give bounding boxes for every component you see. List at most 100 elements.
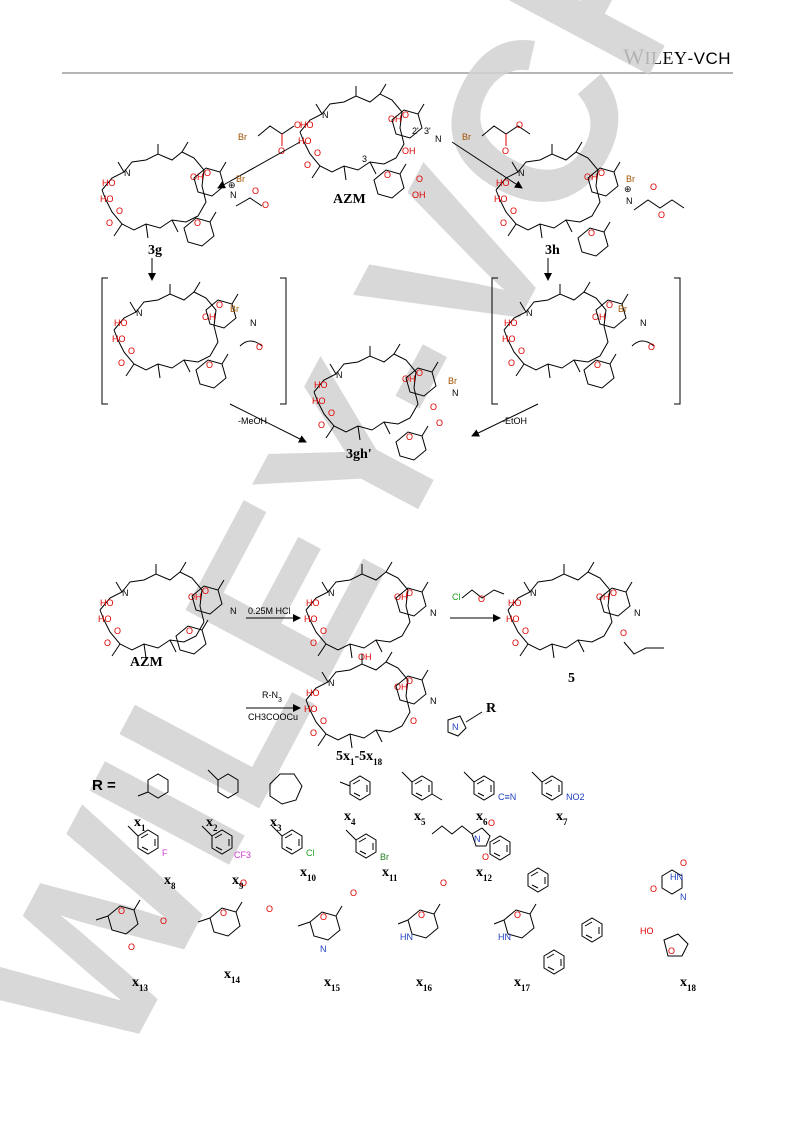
svg-text:O: O (680, 858, 687, 868)
svg-text:O: O (650, 884, 657, 894)
group-f: F (162, 848, 168, 858)
svg-text:HN: HN (670, 872, 683, 882)
svg-text:N: N (452, 388, 459, 398)
svg-text:O: O (294, 120, 301, 130)
compound-3h: N ⊕ Br O O (493, 141, 685, 257)
label-x17: x17 (514, 975, 531, 993)
label-x9: x9 (232, 873, 244, 891)
svg-text:N: N (430, 608, 437, 618)
header-rule (62, 72, 733, 74)
substituent-x9: CF3 (201, 825, 251, 860)
svg-text:N: N (634, 608, 641, 618)
svg-text:O: O (620, 628, 627, 638)
step-hcl: 0.25M HCl (248, 606, 291, 616)
arrow-to-3h (451, 141, 523, 189)
svg-text:O: O (478, 594, 485, 604)
svg-text:N: N (320, 944, 327, 954)
svg-text:O: O (278, 146, 285, 156)
svg-text:O: O (256, 342, 263, 352)
label-3ghp: 3gh' (346, 447, 372, 462)
loss-etoh: -EtOH (502, 416, 527, 426)
label-x5: x5 (414, 809, 426, 827)
svg-text:O: O (262, 200, 269, 210)
svg-text:HN: HN (498, 932, 511, 942)
position-3: 3 (362, 154, 367, 164)
svg-text:OH: OH (412, 190, 426, 200)
label-azm-top: AZM (333, 192, 366, 207)
label-3g: 3g (148, 243, 162, 258)
svg-text:O: O (440, 878, 447, 888)
svg-text:Br: Br (618, 304, 627, 314)
substituent-x7: NO2 (531, 771, 585, 802)
label-5: 5 (568, 671, 575, 686)
step-rn3: R-N3 (262, 690, 282, 704)
svg-text:OH: OH (358, 652, 372, 662)
svg-text:N: N (230, 190, 237, 200)
svg-text:O: O (252, 186, 259, 196)
loss-meoh: -MeOH (238, 416, 267, 426)
svg-text:N: N (430, 696, 437, 706)
logo-vch: -VCH (687, 49, 731, 68)
reagent-ethyl-bromoacetate: Br O O (462, 120, 531, 156)
svg-text:HO: HO (640, 926, 654, 936)
intermediate-decladinosyl: N OH (303, 561, 437, 662)
reagent-right-br: Br (462, 132, 471, 142)
substituent-x10: Cl (271, 825, 315, 858)
substituent-x12: NOO (431, 818, 511, 862)
substituent-x6: C≡N (463, 771, 516, 802)
substituent-x14: OO (197, 878, 273, 937)
label-x4: x4 (344, 809, 356, 827)
svg-text:O: O (416, 174, 423, 184)
substituent-x3 (269, 773, 303, 805)
logo-iley: ILEY (644, 48, 688, 68)
svg-text:Br: Br (236, 174, 245, 184)
svg-text:Br: Br (230, 304, 239, 314)
position-2p: 2' (412, 126, 419, 136)
svg-text:O: O (436, 418, 443, 428)
svg-text:OH: OH (402, 146, 416, 156)
svg-text:O: O (266, 904, 273, 914)
reagent-left-br: Br (238, 132, 247, 142)
substituent-x15: NO (297, 888, 357, 954)
compound-3g: N ⊕ Br O O (99, 141, 269, 247)
label-x6: x6 (476, 809, 488, 827)
arrow-right-to-product (471, 403, 539, 437)
svg-text:O: O (650, 182, 657, 192)
substituent-x16: HNO (397, 878, 447, 942)
label-x13: x13 (132, 975, 149, 993)
arrow-left-to-product (229, 403, 307, 443)
svg-text:N: N (250, 318, 257, 328)
label-x12: x12 (476, 865, 493, 883)
svg-text:Br: Br (448, 376, 457, 386)
group-cn: C≡N (498, 792, 516, 802)
reagent-propargyl-chloroformate: Cl O (452, 589, 505, 604)
arrow-to-3g (217, 141, 301, 189)
position-3p: 3' (424, 126, 431, 136)
substituent-x13: OO (95, 899, 167, 952)
substituent-x8: F (127, 825, 168, 858)
svg-text:O: O (410, 716, 417, 726)
page-header: WILEY-VCH (0, 0, 793, 80)
svg-text:O: O (240, 878, 247, 888)
label-x15: x15 (324, 975, 341, 993)
svg-text:⊕: ⊕ (624, 184, 632, 194)
svg-text:O: O (516, 120, 523, 130)
compound-5x: N O N R (303, 651, 497, 749)
label-x8: x8 (164, 873, 176, 891)
svg-text:O: O (658, 210, 665, 220)
svg-text:N: N (474, 834, 481, 844)
svg-text:R: R (486, 701, 497, 716)
label-x1: x1 (134, 815, 146, 833)
reagent-cl: Cl (452, 592, 461, 602)
azm-center: N OH O OH (297, 83, 442, 200)
svg-text:N: N (680, 892, 687, 902)
r-equals: R = (92, 777, 116, 794)
group-cl: Cl (306, 848, 315, 858)
group-br: Br (380, 852, 389, 862)
label-5x-range: 5x1-5x18 (336, 749, 383, 767)
substituent-x1 (137, 773, 169, 799)
substituent-x17: HN (493, 867, 603, 975)
label-x2: x2 (206, 815, 218, 833)
